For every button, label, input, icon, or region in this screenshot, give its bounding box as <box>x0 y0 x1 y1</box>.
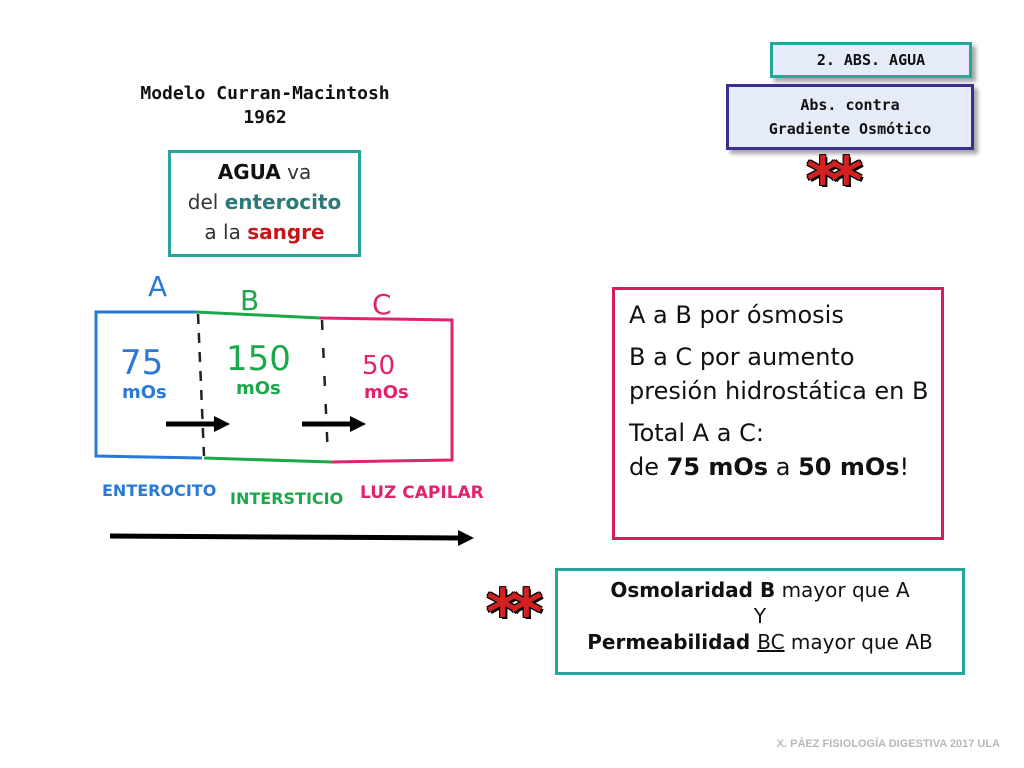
letter-a: A <box>148 270 167 303</box>
subsection-line-2: Gradiente Osmótico <box>768 120 932 138</box>
compartment-diagram: A B C 75 mOs 150 mOs 50 mOs ENTEROCITO I… <box>94 270 484 546</box>
model-name: Modelo Curran-Macintosh <box>140 83 390 104</box>
letter-b: B <box>240 284 259 317</box>
compartment-c-border <box>319 316 454 464</box>
permeability-term: Permeabilidad <box>587 630 758 654</box>
name-a: ENTEROCITO <box>102 481 216 500</box>
water-word: AGUA <box>217 160 281 184</box>
conclusion-box: Osmolaridad B mayor que A Y Permeabilida… <box>555 568 965 675</box>
arrow-a-to-b <box>166 416 230 432</box>
unit-b: mOs <box>236 378 281 399</box>
arrow-b-to-c <box>302 416 366 432</box>
osmolarity-comparison: mayor que A <box>775 578 910 602</box>
permeability-comparison: mayor que AB <box>784 630 933 654</box>
explanation-from: de <box>629 453 667 481</box>
compartment-a-border <box>94 310 203 460</box>
compartment-b-border <box>195 310 333 464</box>
water-to: a la <box>204 220 248 244</box>
explanation-box: A a B por ósmosis B a C por aumento pres… <box>612 287 944 540</box>
explanation-to: a <box>768 453 799 481</box>
water-verb: va <box>280 160 312 184</box>
membrane-ab <box>196 313 206 457</box>
explanation-line-1: A a B por ósmosis <box>629 301 844 329</box>
explanation-line-2: B a C por aumento presión hidrostática e… <box>629 343 929 405</box>
name-c: LUZ CAPILAR <box>360 483 484 503</box>
footer-credit: X. PÁEZ FISIOLOGÍA DIGESTIVA 2017 ULA <box>776 738 1000 750</box>
value-a: 75 <box>120 343 163 383</box>
water-line-1: AGUA va <box>171 157 358 187</box>
membrane-bc <box>320 319 330 459</box>
permeability-bc: BC <box>757 630 785 654</box>
conclusion-line-2: Permeabilidad BC mayor que AB <box>558 627 962 657</box>
name-b: INTERSTICIO <box>230 489 343 508</box>
water-line-3: a la sangre <box>171 217 358 247</box>
double-asterisk-top: ** <box>806 145 863 219</box>
explanation-line-3: Total A a C: <box>629 419 764 447</box>
explanation-value-a: 75 mOs <box>666 453 769 481</box>
unit-c: mOs <box>364 382 409 403</box>
subsection-tag: Abs. contra Gradiente Osmótico <box>726 84 974 150</box>
explanation-exclamation: ! <box>899 453 910 481</box>
osmolarity-term: Osmolaridad B <box>610 578 776 602</box>
unit-a: mOs <box>122 382 167 403</box>
letter-c: C <box>372 288 392 321</box>
explanation-line-4: de 75 mOs a 50 mOs! <box>629 450 941 484</box>
blood-word: sangre <box>247 220 325 244</box>
total-arrow-a-to-c <box>109 530 474 546</box>
value-b: 150 <box>226 339 291 379</box>
model-title: Modelo Curran-Macintosh 1962 <box>100 82 430 130</box>
enterocyte-word: enterocito <box>224 190 342 214</box>
water-from: del <box>187 190 225 214</box>
model-year: 1962 <box>243 107 287 128</box>
water-direction-box: AGUA va del enterocito a la sangre <box>168 150 361 257</box>
conclusion-line-1: Osmolaridad B mayor que A <box>558 575 962 605</box>
section-tag-label: 2. ABS. AGUA <box>816 51 926 69</box>
section-tag: 2. ABS. AGUA <box>770 42 972 78</box>
subsection-line-1: Abs. contra <box>800 96 900 114</box>
water-line-2: del enterocito <box>171 187 358 217</box>
value-c: 50 <box>362 351 395 381</box>
conclusion-conjunction: Y <box>753 604 767 628</box>
double-asterisk-bottom: ** <box>486 577 543 651</box>
explanation-value-c: 50 mOs <box>798 453 900 481</box>
